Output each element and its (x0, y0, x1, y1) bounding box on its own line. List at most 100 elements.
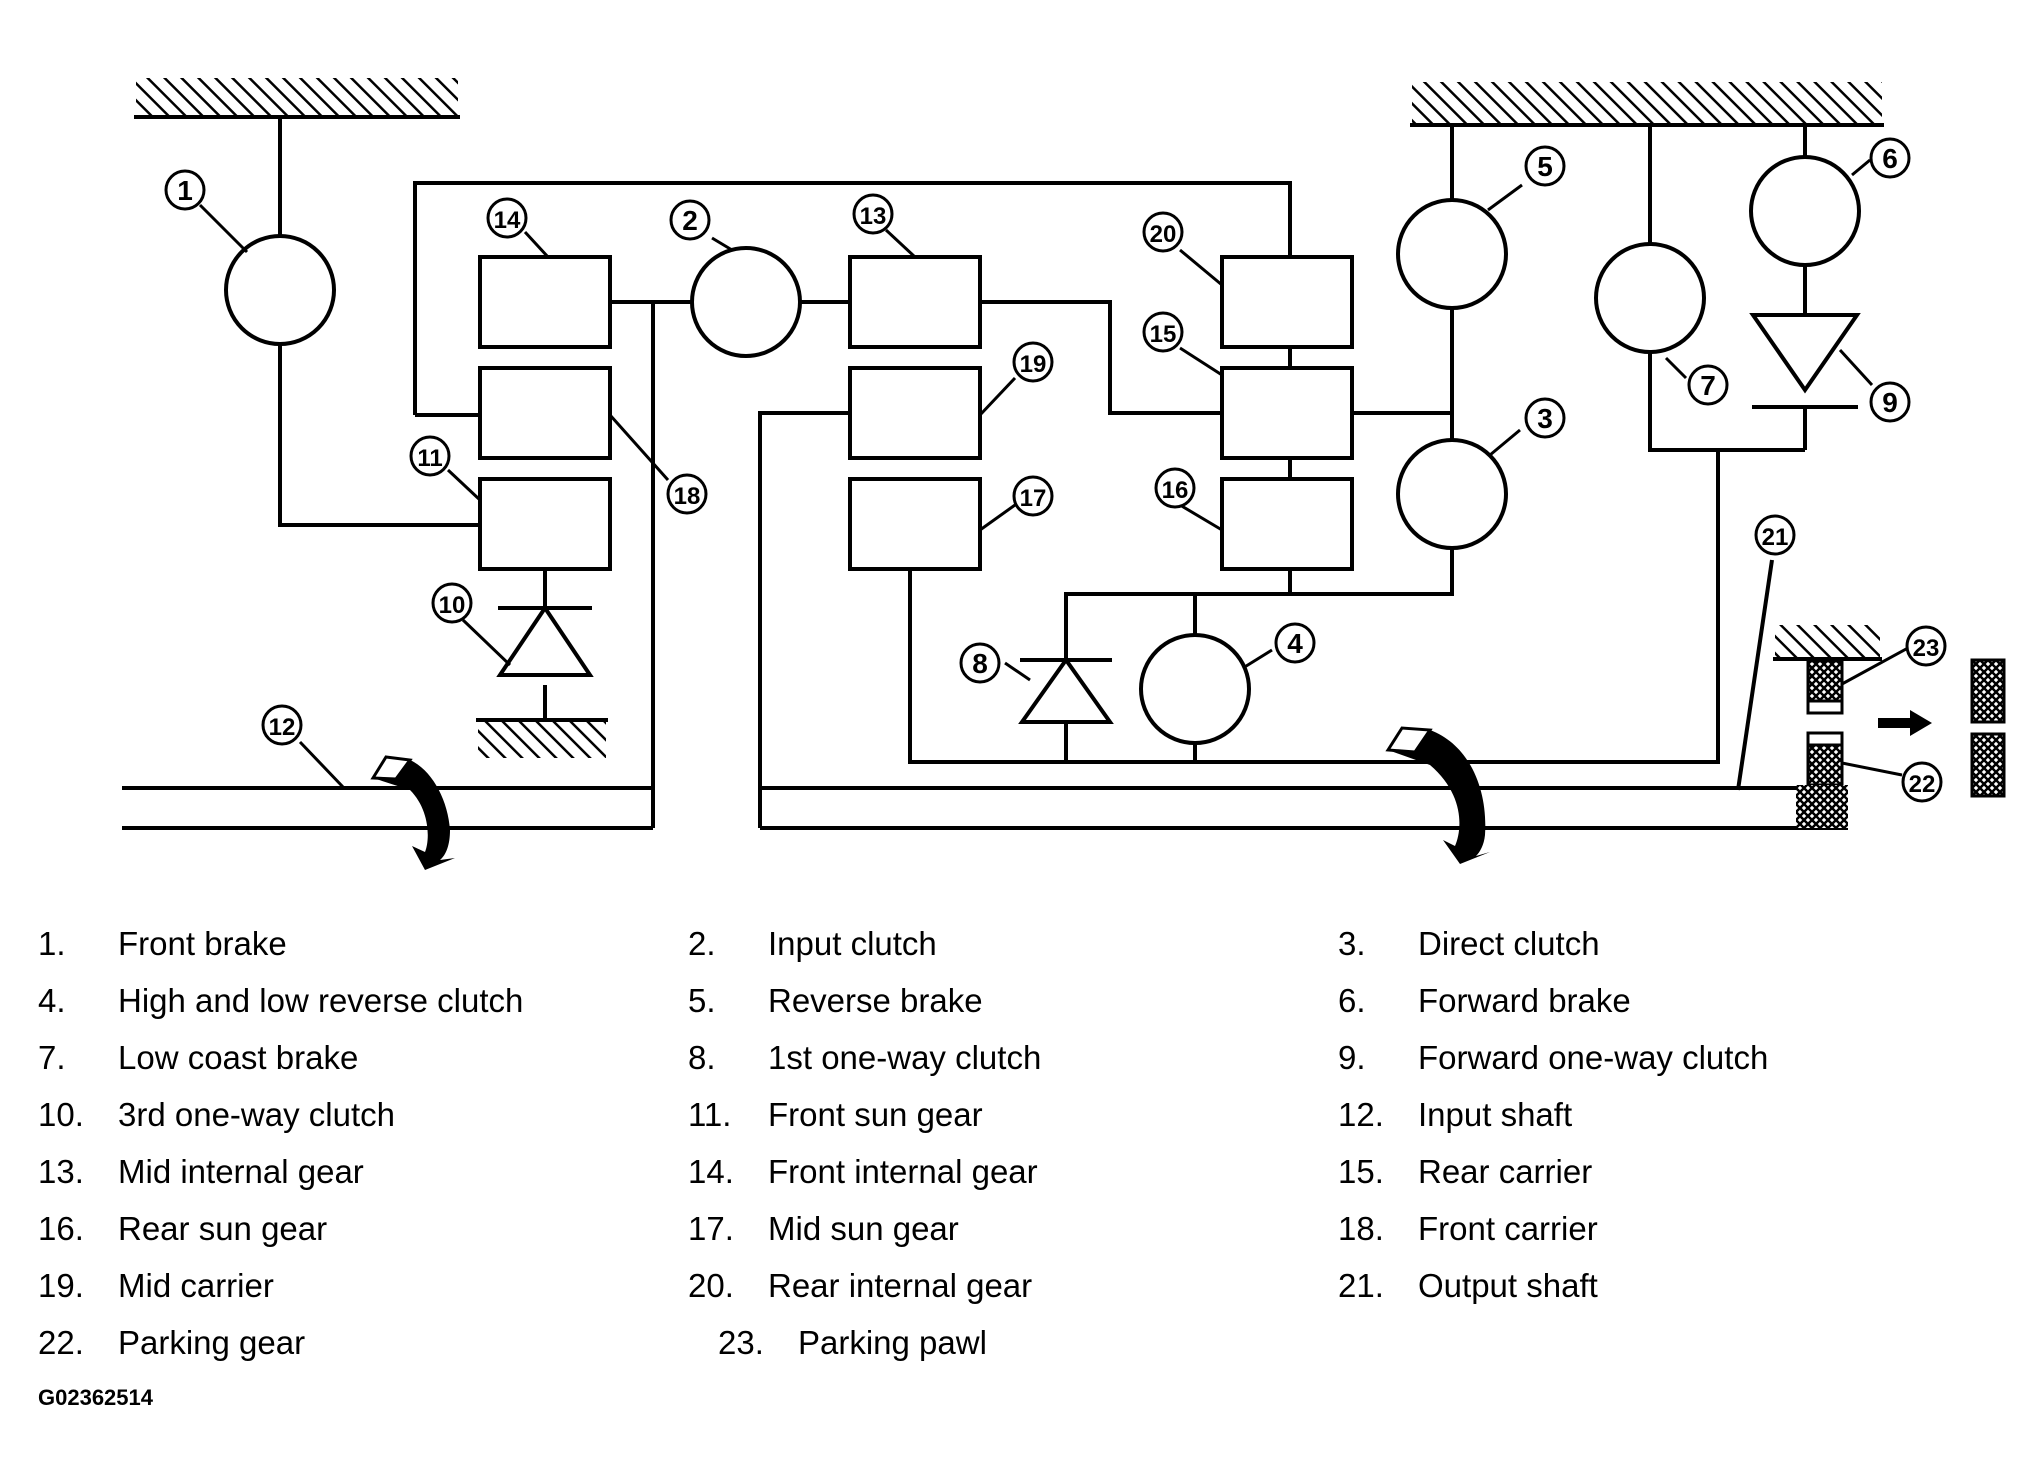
svg-text:2: 2 (682, 205, 698, 236)
legend-item: 10.3rd one-way clutch (38, 1096, 688, 1134)
legend-number: 13. (38, 1152, 84, 1190)
parking-gear-block (1806, 743, 1844, 787)
ground-hatch-right (1412, 82, 1882, 124)
legend-item: 21. Output shaft (1338, 1267, 1988, 1305)
front-sun-gear-box (478, 477, 612, 571)
legend-number: 18. (1338, 1209, 1384, 1247)
legend-number: 22. (38, 1323, 84, 1361)
svg-text:23: 23 (1913, 635, 1940, 662)
svg-text:12: 12 (269, 714, 296, 741)
legend-label: Mid internal gear (118, 1152, 364, 1190)
callout-8: 8 (959, 642, 1001, 684)
svg-text:11: 11 (417, 445, 442, 472)
legend-label: Low coast brake (118, 1038, 359, 1076)
legend-label: Mid sun gear (768, 1209, 959, 1247)
svg-text:22: 22 (1909, 771, 1936, 798)
legend-label: Front brake (118, 924, 287, 962)
legend-row: 19.Mid carrier 20.Rear internal gear 21.… (38, 1257, 1988, 1314)
legend-item: 19. Mid carrier (38, 1267, 688, 1305)
high-low-reverse-clutch-circle (1139, 633, 1251, 745)
leader-lines (198, 158, 1909, 789)
legend-item: 17. Mid sun gear (688, 1210, 1338, 1248)
legend-item: 8. 1st one-way clutch (688, 1039, 1338, 1077)
mid-sun-gear-box (848, 477, 982, 571)
mid-internal-gear-box (848, 255, 982, 349)
legend-item: 22. Parking gear (38, 1324, 718, 1362)
legend-item: 11.Front sun gear (688, 1096, 1338, 1134)
legend-number: 1. (38, 924, 66, 962)
svg-text:7: 7 (1700, 370, 1716, 401)
callout-20: 20 (1142, 211, 1184, 253)
legend-number: 2. (688, 924, 716, 962)
legend-item: 14.Front internal gear (688, 1153, 1338, 1191)
legend-row: 4.High and low reverse clutch 5.Reverse … (38, 972, 1988, 1029)
ground-hatch-bottom (478, 722, 606, 758)
svg-text:17: 17 (1020, 485, 1047, 512)
forward-one-way-clutch-symbol (1749, 313, 1861, 394)
legend-row: 7.Low coast brake 8.1st one-way clutch 9… (38, 1029, 1988, 1086)
callout-12: 12 (261, 704, 303, 746)
legend-item: 1. Front brake (38, 925, 688, 963)
legend-label: Forward one-way clutch (1418, 1038, 1769, 1076)
legend-number: 16. (38, 1209, 84, 1247)
legend-number: 9. (1338, 1038, 1366, 1076)
svg-text:10: 10 (439, 592, 466, 619)
front-internal-gear-box (478, 255, 612, 349)
callout-16: 16 (1154, 467, 1196, 509)
callout-22: 22 (1901, 761, 1943, 803)
legend-label: High and low reverse clutch (118, 981, 524, 1019)
legend-item: 9. Forward one-way clutch (1338, 1039, 1988, 1077)
forward-brake-circle (1749, 155, 1861, 267)
legend-label: Rear internal gear (768, 1266, 1033, 1304)
mid-carrier-box (848, 366, 982, 460)
legend-item: 16.Rear sun gear (38, 1210, 688, 1248)
legend-row: 1. Front brake 2. Input clutch 3.Direct cl… (38, 915, 1988, 972)
figure-code: G02362514 (38, 1385, 153, 1410)
legend-item: 15.Rear carrier (1338, 1153, 1988, 1191)
svg-text:20: 20 (1150, 221, 1177, 248)
svg-text:5: 5 (1537, 151, 1553, 182)
callout-21: 21 (1754, 514, 1796, 556)
callout-2: 2 (669, 199, 711, 241)
legend-number: 8. (688, 1038, 716, 1076)
legend-item: 23.Parking pawl (718, 1324, 1398, 1362)
svg-text:14: 14 (494, 207, 521, 234)
reverse-brake-circle (1396, 198, 1508, 310)
legend-label: Output shaft (1418, 1266, 1598, 1304)
legend-number: 6. (1338, 981, 1366, 1019)
callout-15: 15 (1142, 311, 1184, 353)
svg-text:1: 1 (177, 175, 193, 206)
1st-one-way-clutch-symbol (1018, 656, 1114, 724)
legend-number: 17. (688, 1209, 734, 1247)
legend-item: 2. Input clutch (688, 925, 1338, 963)
callout-4: 4 (1274, 622, 1316, 664)
legend-label: Rear carrier (1418, 1152, 1593, 1190)
callout-18: 18 (666, 473, 708, 515)
legend-label: Mid carrier (118, 1266, 274, 1304)
legend-label: Parking gear (118, 1323, 306, 1361)
legend-row: 22. Parking gear 23.Parking pawl (38, 1314, 1988, 1371)
legend-label: Front carrier (1418, 1209, 1598, 1247)
svg-text:18: 18 (674, 483, 701, 510)
svg-text:3: 3 (1537, 403, 1553, 434)
callout-5: 5 (1524, 145, 1566, 187)
svg-text:4: 4 (1287, 628, 1303, 659)
legend-item: 3.Direct clutch (1338, 925, 1988, 963)
callout-13: 13 (852, 193, 894, 235)
rotation-arrow-output (1385, 726, 1490, 864)
callout-1: 1 (164, 169, 206, 211)
callout-7: 7 (1687, 364, 1729, 406)
legend-label: Input clutch (768, 924, 937, 962)
svg-text:8: 8 (972, 648, 988, 679)
legend-number: 21. (1338, 1266, 1384, 1304)
legend-number: 12. (1338, 1095, 1384, 1133)
legend-number: 19. (38, 1266, 84, 1304)
legend-label: Input shaft (1418, 1095, 1573, 1133)
legend-label: 1st one-way clutch (768, 1038, 1042, 1076)
svg-text:9: 9 (1882, 387, 1898, 418)
legend-row: 13. Mid internal gear 14.Front internal g… (38, 1143, 1988, 1200)
callout-14: 14 (486, 197, 528, 239)
legend-item: 13. Mid internal gear (38, 1153, 688, 1191)
rotation-arrow-input (370, 755, 455, 870)
legend-number: 5. (688, 981, 716, 1019)
